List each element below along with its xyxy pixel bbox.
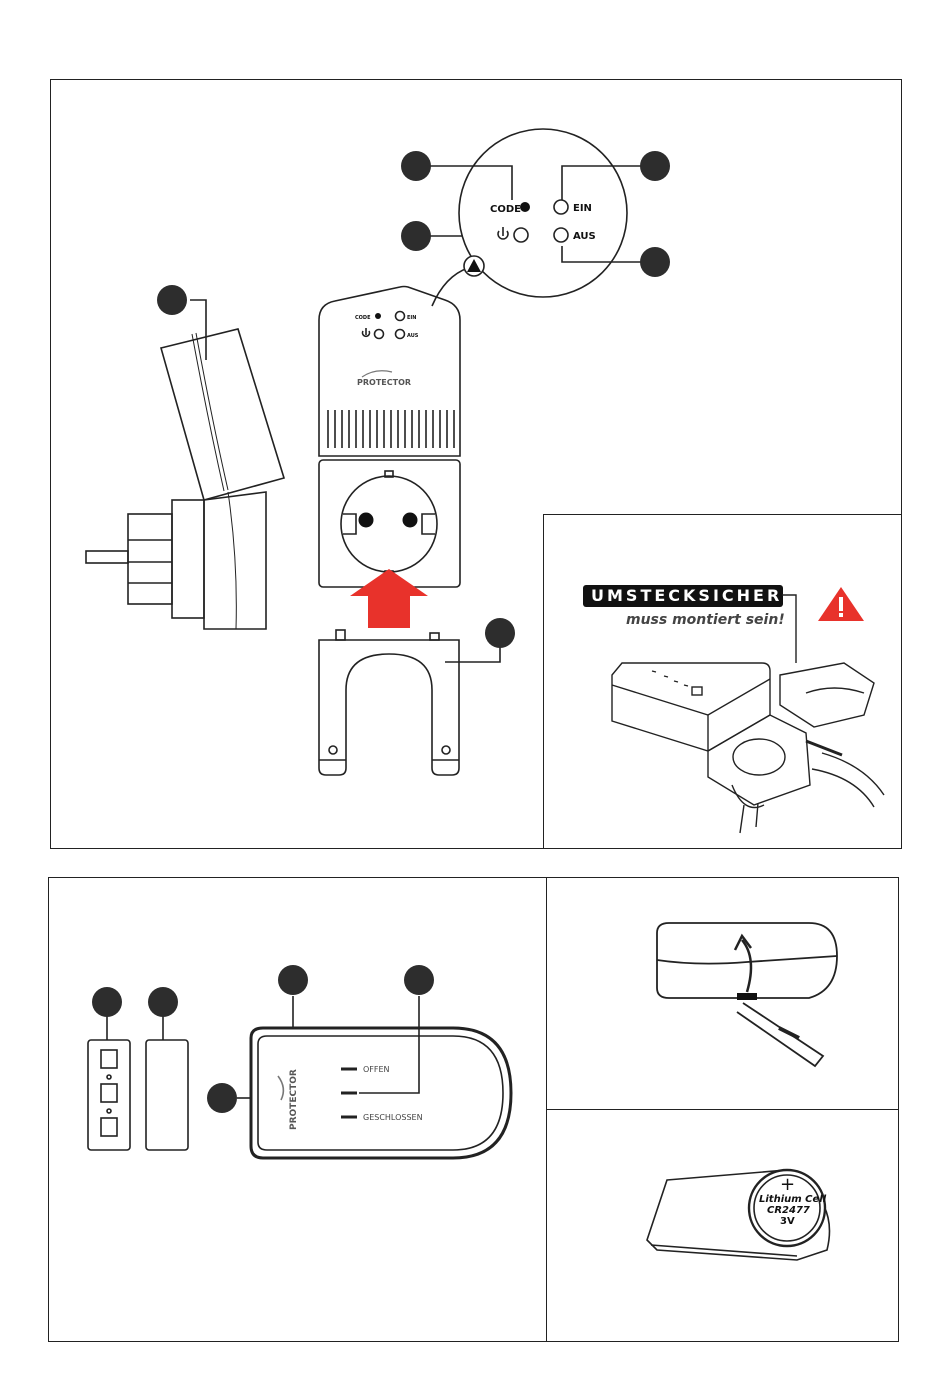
zoom-circle xyxy=(459,129,627,297)
leader-aus xyxy=(562,246,641,262)
leader-clip xyxy=(445,644,500,662)
sensor-illustration: PROTECTOR OFFEN GESCHLOSSEN xyxy=(49,878,545,1340)
device-ein-label: EIN xyxy=(407,315,416,321)
marker-led xyxy=(404,965,434,995)
open-cover-illustration xyxy=(547,878,897,1108)
marker-power xyxy=(401,221,431,251)
device-code-label: CODE xyxy=(355,315,371,321)
device-brand-logo: PROTECTOR xyxy=(357,378,411,387)
lock-clip xyxy=(319,640,459,775)
zoom-code-label: CODE xyxy=(490,204,521,215)
marker-sensor-side xyxy=(207,1083,237,1113)
battery-line2: CR2477 xyxy=(767,1205,810,1216)
leader-side xyxy=(190,300,206,360)
led-label-open: OFFEN xyxy=(363,1065,390,1074)
marker-clip xyxy=(485,618,515,648)
device-vents xyxy=(328,410,454,448)
led-label-closed: GESCHLOSSEN xyxy=(363,1113,423,1122)
magnet-part xyxy=(88,1040,130,1150)
marker-magnet xyxy=(92,987,122,1017)
battery-line1: Lithium Cell xyxy=(759,1194,827,1205)
device-aus-label: AUS xyxy=(407,333,419,339)
sensor-brand-logo: PROTECTOR xyxy=(289,1069,299,1130)
battery-plus: + xyxy=(780,1174,795,1195)
side-view-plug-pin xyxy=(86,551,128,563)
inset-clip xyxy=(780,663,874,727)
zoom-aus-label: AUS xyxy=(573,231,596,242)
marker-side xyxy=(157,285,187,315)
inset-illustration xyxy=(544,515,900,847)
leader-ein xyxy=(562,166,641,200)
battery-illustration: + Lithium Cell CR2477 3V xyxy=(547,1110,897,1340)
insert-arrow xyxy=(350,569,428,628)
side-view-upper xyxy=(161,329,284,500)
battery-line3: 3V xyxy=(780,1216,795,1227)
marker-ein xyxy=(640,151,670,181)
marker-code xyxy=(401,151,431,181)
side-view-plug-base xyxy=(172,500,204,618)
marker-magnet-block xyxy=(148,987,178,1017)
inset-device xyxy=(612,663,770,751)
marker-sensor-top xyxy=(278,965,308,995)
zoom-ein-label: EIN xyxy=(573,203,592,214)
magnet-block xyxy=(146,1040,188,1150)
device-socket-body xyxy=(319,460,460,587)
marker-aus xyxy=(640,247,670,277)
